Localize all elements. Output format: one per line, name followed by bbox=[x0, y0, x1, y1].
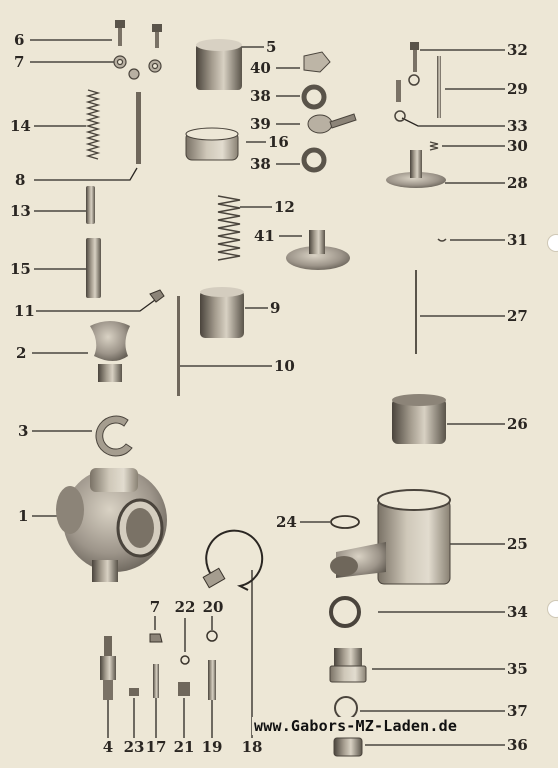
part-label-35: 35 bbox=[507, 660, 528, 678]
part-label-39: 39 bbox=[250, 115, 271, 133]
part-label-10: 10 bbox=[274, 357, 295, 375]
binder-hole-bottom bbox=[547, 600, 558, 618]
part-23 bbox=[129, 688, 139, 696]
part-4-jet bbox=[100, 636, 116, 700]
binder-hole-top bbox=[547, 234, 558, 252]
part-8-needle bbox=[136, 92, 141, 164]
part-18-wire-clip bbox=[205, 529, 264, 591]
part-label-28: 28 bbox=[507, 174, 528, 192]
part-17 bbox=[153, 664, 159, 698]
part-label-17: 17 bbox=[145, 738, 167, 756]
part-label-18: 18 bbox=[241, 738, 263, 756]
part-7-nuts bbox=[113, 55, 162, 80]
part-label-19: 19 bbox=[201, 738, 223, 756]
part-label-1: 1 bbox=[18, 507, 29, 525]
part-39-banjo bbox=[307, 113, 357, 134]
watermark-url: www.Gabors-MZ-Laden.de bbox=[252, 717, 460, 735]
part-36-nut bbox=[333, 737, 363, 757]
part-10-rod bbox=[177, 296, 180, 396]
part-1-carburetor-body bbox=[56, 468, 167, 582]
part-label-7: 7 bbox=[14, 53, 25, 71]
part-35-plug bbox=[329, 648, 367, 683]
leader-lines bbox=[30, 39, 505, 746]
part-38-washer-bottom bbox=[301, 147, 327, 173]
part-11-clip bbox=[149, 289, 165, 303]
part-16-ring-nut bbox=[185, 127, 239, 161]
part-2-throttle-slide bbox=[90, 321, 130, 382]
part-13-sleeve bbox=[86, 186, 95, 224]
part-21 bbox=[178, 682, 190, 696]
part-20 bbox=[206, 630, 218, 642]
part-24-oring bbox=[330, 515, 360, 529]
part-label-12: 12 bbox=[274, 198, 295, 216]
part-label-37: 37 bbox=[507, 702, 528, 720]
part-label-5: 5 bbox=[266, 38, 277, 56]
part-29-needle bbox=[437, 56, 441, 118]
part-26-float bbox=[392, 394, 446, 444]
part-label-33: 33 bbox=[507, 117, 528, 135]
part-label-26: 26 bbox=[507, 415, 528, 433]
part-label-27: 27 bbox=[507, 307, 528, 325]
part-22 bbox=[180, 655, 190, 665]
part-label-36: 36 bbox=[507, 736, 528, 754]
part-label-31: 31 bbox=[507, 231, 528, 249]
part-25-float-bowl bbox=[330, 489, 451, 585]
part-label-14: 14 bbox=[10, 117, 31, 135]
part-15-tube bbox=[86, 238, 101, 298]
part-label-11: 11 bbox=[14, 302, 35, 320]
part-34-ring bbox=[329, 596, 361, 628]
part-label-16: 16 bbox=[268, 133, 289, 151]
part-label-34: 34 bbox=[507, 603, 528, 621]
part-label-23: 23 bbox=[123, 738, 145, 756]
part-label-6: 6 bbox=[14, 31, 25, 49]
part-label-9: 9 bbox=[270, 299, 281, 317]
part-28-valve bbox=[386, 150, 446, 188]
part-30-spring bbox=[429, 141, 439, 151]
part-31-clip bbox=[437, 238, 447, 242]
part-label-38b: 38 bbox=[250, 155, 271, 173]
part-19 bbox=[208, 660, 216, 700]
part-label-25: 25 bbox=[507, 535, 528, 553]
part-label-41: 41 bbox=[254, 227, 275, 245]
part-37-washer bbox=[334, 696, 358, 720]
part-3-ring bbox=[95, 415, 133, 457]
part-label-24: 24 bbox=[276, 513, 297, 531]
part-14-spring bbox=[85, 89, 101, 160]
part-label-29: 29 bbox=[507, 80, 528, 98]
part-label-8: 8 bbox=[15, 171, 26, 189]
part-label-13: 13 bbox=[10, 202, 31, 220]
part-label-32: 32 bbox=[507, 41, 528, 59]
part-label-22: 22 bbox=[174, 598, 196, 616]
part-12-spring bbox=[217, 195, 241, 261]
part-7-nut-lower bbox=[149, 633, 163, 643]
part-5-cap bbox=[196, 39, 242, 90]
part-label-38a: 38 bbox=[250, 87, 271, 105]
part-label-30: 30 bbox=[507, 137, 528, 155]
part-41-flange bbox=[286, 230, 350, 270]
part-6-screws bbox=[115, 20, 162, 48]
part-label-20: 20 bbox=[202, 598, 224, 616]
part-33-washer-small bbox=[408, 74, 420, 86]
part-label-4: 4 bbox=[102, 738, 114, 756]
part-label-40: 40 bbox=[250, 59, 271, 77]
part-33-pin bbox=[396, 80, 401, 102]
part-label-2: 2 bbox=[16, 344, 27, 362]
part-label-7-lower: 7 bbox=[149, 598, 161, 616]
part-32-screw bbox=[410, 42, 419, 72]
part-label-21: 21 bbox=[173, 738, 195, 756]
part-9-piston bbox=[200, 287, 244, 338]
part-27-needle-long bbox=[415, 270, 417, 354]
part-38-washer-top bbox=[301, 84, 327, 110]
part-label-15: 15 bbox=[10, 260, 31, 278]
part-40-nut bbox=[303, 51, 331, 73]
part-label-3: 3 bbox=[18, 422, 29, 440]
